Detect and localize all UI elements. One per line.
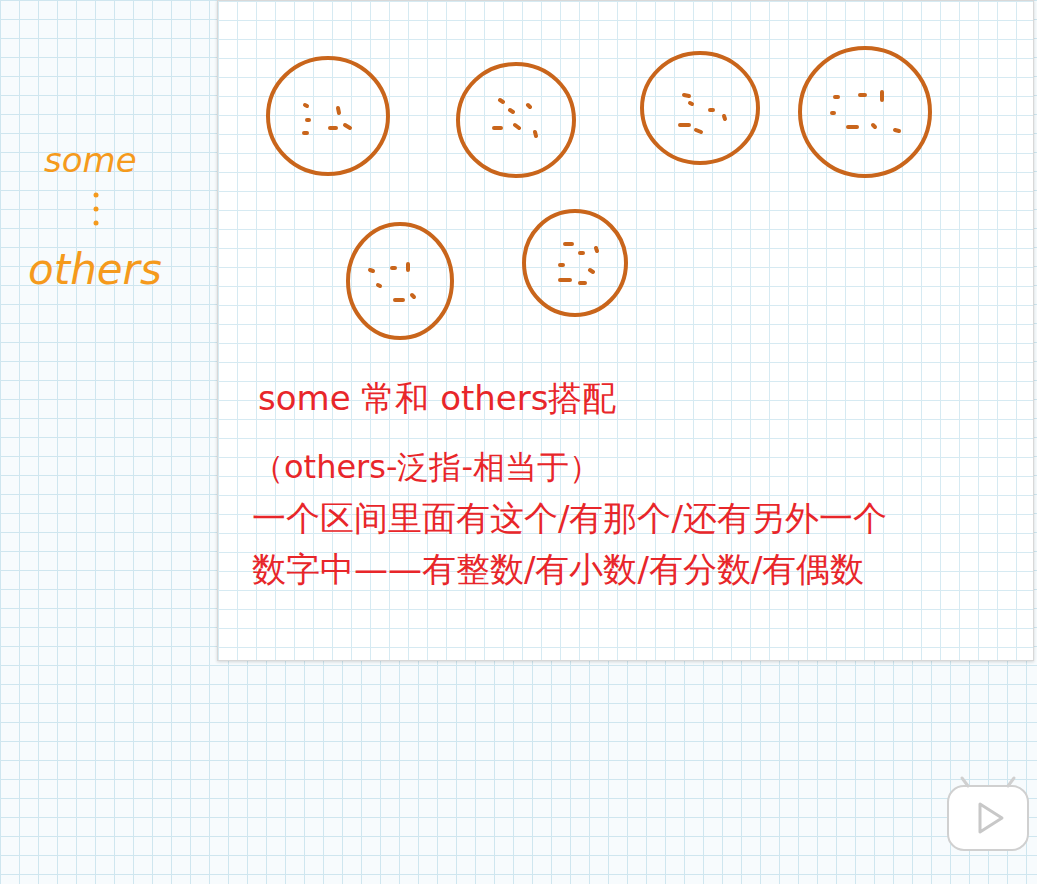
handwritten-word: some (44, 140, 137, 181)
handwritten-word: others (28, 245, 162, 295)
note-line: 数字中——有整数/有小数/有分数/有偶数 (252, 549, 864, 590)
note-line: some 常和 others搭配 (258, 378, 616, 419)
note-line: （others-泛指-相当于） (252, 448, 601, 486)
note-line: 一个区间里面有这个/有那个/还有另外一个 (252, 498, 887, 539)
